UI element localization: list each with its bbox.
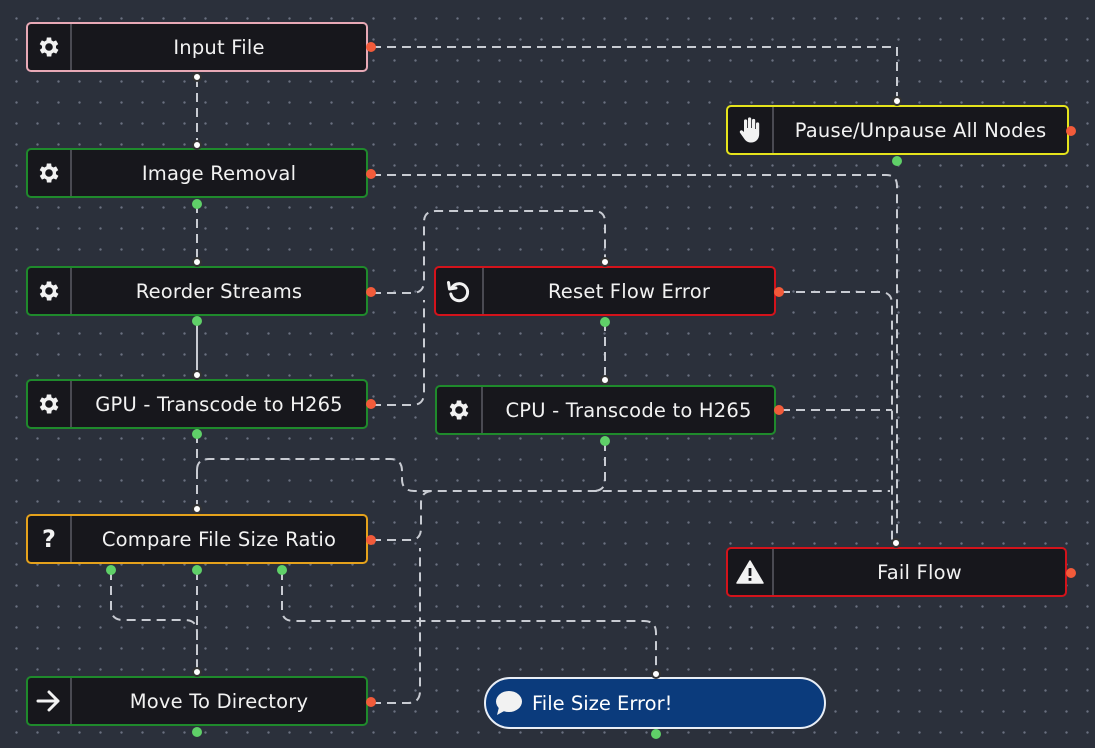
success-output-port[interactable] [192, 316, 202, 326]
input-port[interactable] [192, 667, 202, 677]
node-label: Reset Flow Error [547, 279, 711, 303]
error-output-port[interactable] [774, 287, 784, 297]
error-output-port[interactable] [1066, 126, 1076, 136]
node-compare-file-size-ratio[interactable]: ? Compare File Size Ratio [26, 514, 368, 564]
node-gpu-transcode[interactable]: GPU - Transcode to H265 [26, 379, 368, 429]
wire-compare-error [372, 490, 434, 541]
wire-move-error [372, 548, 421, 704]
node-file-size-error-message[interactable]: File Size Error! [484, 677, 826, 729]
node-input-file[interactable]: Input File [26, 22, 368, 72]
success-output-port[interactable] [600, 436, 610, 446]
input-port[interactable] [192, 257, 202, 267]
wire-input-to-pause [372, 46, 898, 101]
gear-icon [28, 268, 72, 314]
wire-image-removal-to-fail [372, 174, 898, 542]
warning-icon [728, 549, 774, 595]
node-cpu-transcode[interactable]: CPU - Transcode to H265 [435, 385, 776, 435]
gear-icon [28, 150, 72, 196]
node-reorder-streams[interactable]: Reorder Streams [26, 266, 368, 316]
node-label: Fail Flow [877, 560, 962, 584]
gear-icon [437, 387, 483, 433]
node-label: Reorder Streams [135, 279, 303, 303]
input-port[interactable] [192, 72, 202, 82]
node-fail-flow[interactable]: Fail Flow [726, 547, 1067, 597]
wire-gpu-to-compare-arc [196, 458, 890, 492]
error-output-port[interactable] [366, 697, 376, 707]
node-pause-unpause-all-nodes[interactable]: Pause/Unpause All Nodes [726, 105, 1069, 155]
arrow-right-icon [28, 678, 72, 724]
input-port[interactable] [600, 375, 610, 385]
node-image-removal[interactable]: Image Removal [26, 148, 368, 198]
question-icon: ? [28, 516, 72, 562]
input-port[interactable] [192, 504, 202, 514]
success-output-port[interactable] [192, 429, 202, 439]
gear-icon [28, 381, 72, 427]
success-output-port[interactable] [192, 199, 202, 209]
wire-compare-out1-to-move [110, 571, 198, 668]
wire-reorder-to-reset [372, 210, 606, 294]
success-output-port[interactable] [600, 317, 610, 327]
node-label: Move To Directory [129, 689, 309, 713]
wire-compare-out3-to-message [281, 571, 657, 670]
success-output-port[interactable] [192, 565, 202, 575]
speech-bubble-icon [486, 689, 532, 717]
node-reset-flow-error[interactable]: Reset Flow Error [434, 266, 776, 316]
success-output-port[interactable] [192, 727, 202, 737]
input-port[interactable] [651, 669, 661, 679]
wire-cpu-to-compare [592, 442, 606, 492]
success-output-port[interactable] [277, 565, 287, 575]
input-port[interactable] [192, 140, 202, 150]
wire-gpu-to-reset [372, 300, 425, 406]
input-port[interactable] [192, 370, 202, 380]
error-output-port[interactable] [774, 405, 784, 415]
input-port[interactable] [600, 257, 610, 267]
error-output-port[interactable] [1066, 568, 1076, 578]
gear-icon [28, 24, 72, 70]
node-label: Input File [173, 35, 265, 59]
input-port[interactable] [892, 96, 902, 106]
wire-reset-to-fail [781, 291, 893, 540]
success-output-port[interactable] [651, 729, 661, 739]
hand-icon [728, 107, 774, 153]
node-label: CPU - Transcode to H265 [505, 398, 752, 422]
node-label: Compare File Size Ratio [101, 527, 337, 551]
error-output-port[interactable] [366, 287, 376, 297]
success-output-port[interactable] [106, 565, 116, 575]
input-port[interactable] [891, 538, 901, 548]
node-label: File Size Error! [532, 691, 673, 715]
success-output-port[interactable] [892, 156, 902, 166]
node-label: Pause/Unpause All Nodes [794, 118, 1047, 142]
error-output-port[interactable] [366, 399, 376, 409]
node-label: GPU - Transcode to H265 [95, 392, 343, 416]
error-output-port[interactable] [366, 169, 376, 179]
error-output-port[interactable] [366, 42, 376, 52]
undo-icon [436, 268, 484, 314]
node-label: Image Removal [141, 161, 297, 185]
node-move-to-directory[interactable]: Move To Directory [26, 676, 368, 726]
error-output-port[interactable] [366, 535, 376, 545]
